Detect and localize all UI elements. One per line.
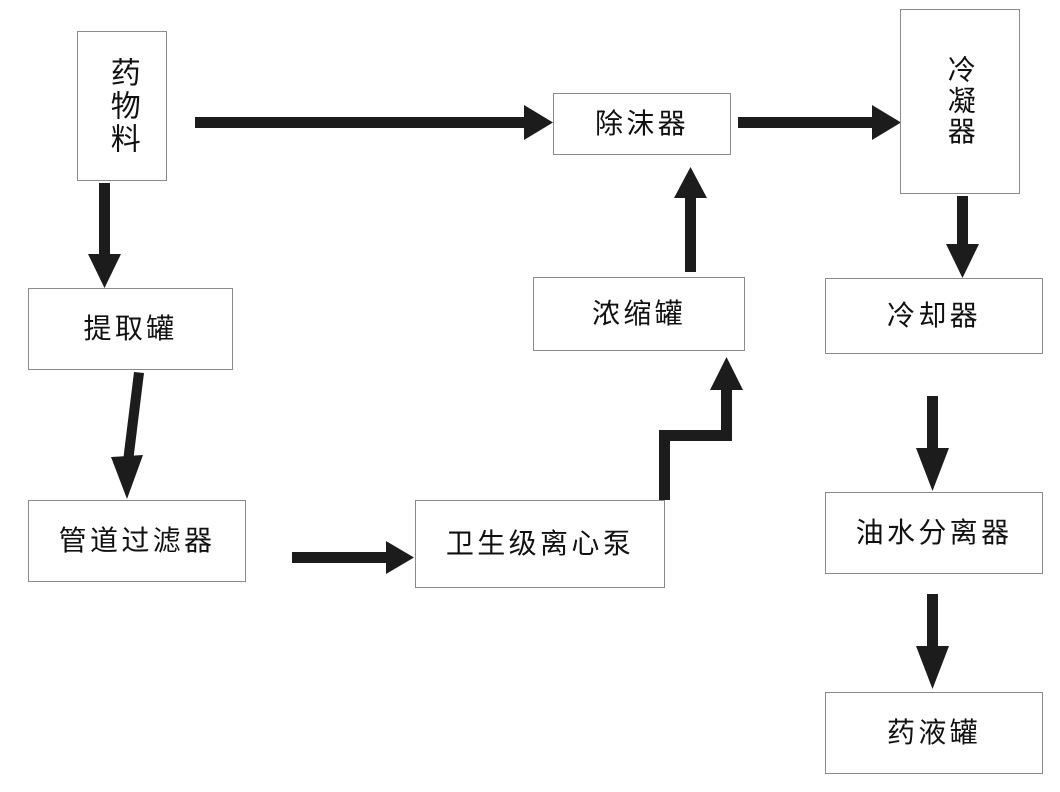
edge-separator-to-liquid-tank	[916, 594, 949, 689]
node-cooler[interactable]: 冷却器	[825, 278, 1043, 354]
edge-condenser-to-cooler	[946, 196, 979, 278]
node-condenser-label: 冷凝器	[943, 55, 977, 148]
edge-pump-to-concentration-tank	[659, 357, 743, 500]
node-concentration-tank-label: 浓缩罐	[591, 297, 687, 331]
edge-filter-to-pump	[292, 541, 414, 574]
node-concentration-tank[interactable]: 浓缩罐	[533, 277, 745, 351]
node-condenser[interactable]: 冷凝器	[900, 9, 1020, 194]
node-liquid-medicine-tank-label: 药液罐	[886, 716, 982, 750]
node-pipeline-filter-label: 管道过滤器	[58, 524, 216, 558]
node-drug-material[interactable]: 药物料	[77, 31, 167, 181]
node-sanitary-centrifugal-pump[interactable]: 卫生级离心泵	[415, 500, 665, 588]
node-oil-water-separator[interactable]: 油水分离器	[825, 492, 1043, 574]
node-liquid-medicine-tank[interactable]: 药液罐	[825, 692, 1043, 774]
edge-material-to-extraction-tank	[88, 183, 121, 288]
node-cooler-label: 冷却器	[886, 299, 982, 333]
node-oil-water-separator-label: 油水分离器	[855, 516, 1013, 550]
edge-concentration-tank-to-demister	[674, 167, 707, 272]
node-demister-label: 除沫器	[594, 107, 690, 141]
node-extraction-tank-label: 提取罐	[83, 312, 178, 346]
node-extraction-tank[interactable]: 提取罐	[28, 288, 233, 370]
node-demister[interactable]: 除沫器	[553, 93, 731, 155]
edge-cooler-to-separator	[916, 396, 949, 491]
edge-extraction-tank-to-filter	[111, 372, 144, 499]
node-sanitary-centrifugal-pump-label: 卫生级离心泵	[445, 527, 635, 561]
edge-material-to-demister	[195, 105, 553, 140]
edge-demister-to-condenser	[738, 105, 901, 140]
node-pipeline-filter[interactable]: 管道过滤器	[28, 500, 246, 582]
node-drug-material-label: 药物料	[104, 56, 140, 156]
